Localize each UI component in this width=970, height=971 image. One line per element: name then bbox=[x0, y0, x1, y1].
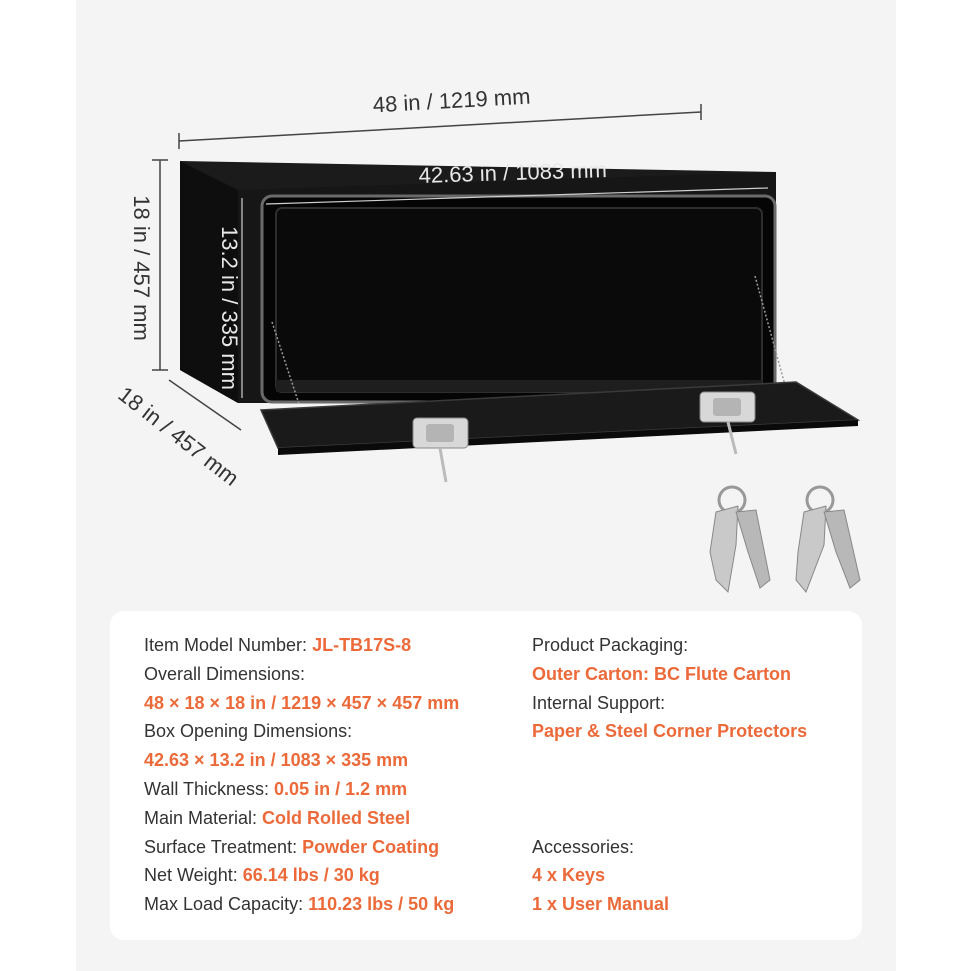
spec-support-value: Paper & Steel Corner Protectors bbox=[532, 721, 808, 742]
accessory-item: 4 x Keys bbox=[532, 865, 606, 886]
spec-max-load: Max Load Capacity: 110.23 lbs / 50 kg bbox=[144, 894, 455, 915]
overall-width-label: 48 in / 1219 mm bbox=[372, 84, 531, 118]
depth-dimension-line bbox=[168, 379, 242, 431]
key-icon bbox=[709, 485, 771, 594]
toolbox-illustration: 48 in / 1219 mm 18 in / 457 mm 18 in / 4… bbox=[114, 84, 861, 594]
spec-opening-dimensions-label: Box Opening Dimensions: bbox=[144, 721, 353, 742]
support-chains bbox=[271, 275, 789, 405]
width-dimension-line bbox=[178, 104, 702, 149]
specs-right-column: Product Packaging: Outer Carton: BC Flut… bbox=[532, 631, 807, 919]
overall-height-label: 18 in / 457 mm bbox=[129, 195, 154, 341]
spec-packaging-value: Outer Carton: BC Flute Carton bbox=[532, 663, 791, 684]
specs-left-column: Item Model Number: JL-TB17S-8 Overall Di… bbox=[144, 631, 459, 919]
spec-support-label: Internal Support: bbox=[532, 692, 666, 713]
latch-left bbox=[412, 417, 469, 483]
spec-overall-dimensions-label: Overall Dimensions: bbox=[144, 663, 306, 684]
spec-overall-dimensions-value: 48 × 18 × 18 in / 1219 × 457 × 457 mm bbox=[144, 692, 460, 713]
opening-width-label: 42.63 in / 1083 mm bbox=[418, 157, 607, 188]
spec-accessories-label: Accessories: bbox=[532, 836, 635, 857]
spacer bbox=[532, 746, 807, 775]
spacer bbox=[532, 775, 807, 804]
opening-height-label: 13.2 in / 335 mm bbox=[217, 226, 242, 390]
spec-net-weight: Net Weight: 66.14 lbs / 30 kg bbox=[144, 865, 380, 886]
spec-model-number: Item Model Number: JL-TB17S-8 bbox=[144, 635, 412, 655]
key-icon bbox=[795, 485, 861, 593]
accessory-item: 1 x User Manual bbox=[532, 894, 670, 915]
latch-right bbox=[699, 391, 756, 455]
spec-packaging-label: Product Packaging: bbox=[532, 635, 689, 655]
spec-surface-treatment: Surface Treatment: Powder Coating bbox=[144, 836, 440, 857]
spec-wall-thickness: Wall Thickness: 0.05 in / 1.2 mm bbox=[144, 778, 408, 799]
opening-width-dimension-line bbox=[265, 187, 769, 205]
spec-opening-dimensions-value: 42.63 × 13.2 in / 1083 × 335 mm bbox=[144, 750, 409, 771]
depth-label: 18 in / 457 mm bbox=[114, 381, 244, 490]
spec-main-material: Main Material: Cold Rolled Steel bbox=[144, 807, 411, 828]
spacer bbox=[532, 804, 807, 833]
height-dimension-line bbox=[152, 159, 168, 371]
specifications-panel: Item Model Number: JL-TB17S-8 Overall Di… bbox=[110, 611, 862, 940]
toolbox-body bbox=[180, 161, 777, 404]
